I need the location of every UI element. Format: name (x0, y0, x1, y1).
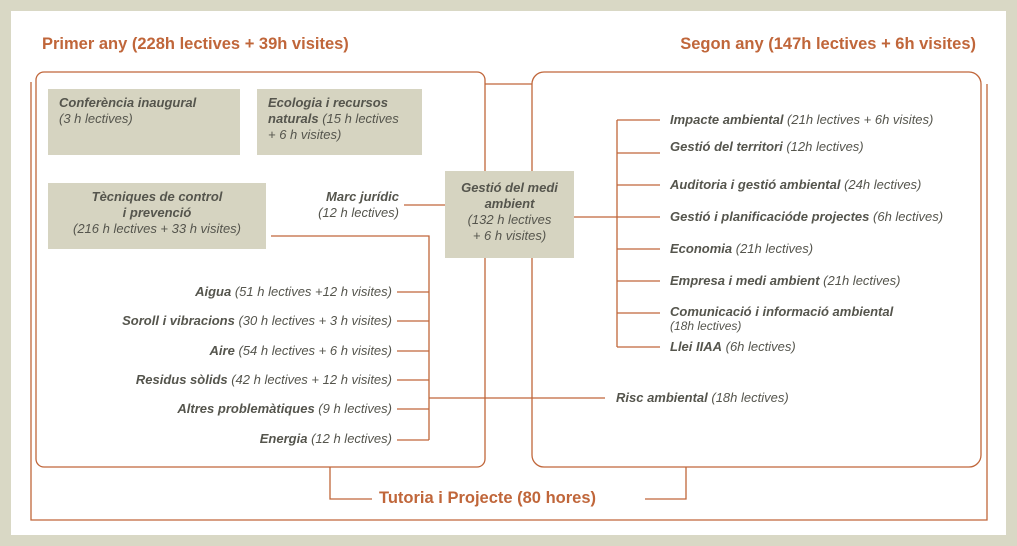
ecologia-detail-1: (15 h lectives (318, 111, 399, 126)
gestio-title-1: Gestió del medi (461, 180, 558, 195)
tecniques-detail: (216 h lectives + 33 h visites) (73, 221, 241, 236)
marc-title: Marc jurídic (326, 189, 399, 204)
gestio-title-2: ambient (484, 196, 535, 211)
list-item: Llei IIAA (6h lectives) (670, 339, 796, 354)
tutoria-bracket-line (329, 467, 372, 500)
first-year-heading: Primer any (228h lectives + 39h visites) (42, 35, 349, 53)
gestio-box: Gestió del medi ambient (132 h lectives … (445, 171, 574, 258)
conferencia-title: Conferència inaugural (59, 95, 197, 110)
tecniques-box: Tècniques de control i prevenció (216 h … (48, 183, 266, 249)
list-item: Soroll i vibracions (30 h lectives + 3 h… (122, 313, 392, 328)
tecniques-link-line (271, 235, 430, 440)
ecologia-title-2: naturals (268, 111, 319, 126)
gestio-detail-2: + 6 h visites) (472, 228, 547, 243)
risc-ambiental-label: Risc ambiental (18h lectives) (616, 390, 789, 405)
ecologia-title-1: Ecologia i recursos (268, 95, 388, 110)
list-item: Gestió del territori (12h lectives) (670, 139, 864, 154)
first-year-panel (35, 71, 486, 468)
tutoria-heading: Tutoria i Projecte (80 hores) (379, 489, 596, 507)
second-year-heading: Segon any (147h lectives + 6h visites) (680, 35, 976, 53)
tecniques-title-2: i prevenció (122, 205, 192, 220)
list-item: Economia (21h lectives) (670, 241, 814, 256)
list-item: Energia (12 h lectives) (259, 431, 392, 446)
ecologia-box: Ecologia i recursos naturals (15 h lecti… (257, 89, 422, 155)
marc-juridic-label: Marc jurídic (12 h lectives) (318, 189, 399, 221)
conferencia-box: Conferència inaugural (3 h lectives) (48, 89, 240, 155)
outer-bracket-line (30, 82, 988, 521)
list-item: Auditoria i gestió ambiental (24h lectiv… (670, 177, 922, 192)
second-year-panel (531, 71, 982, 468)
ecologia-detail-2: + 6 h visites) (268, 127, 342, 142)
marc-detail: (12 h lectives) (318, 205, 399, 220)
list-item: Altres problemàtiques (9 h lectives) (177, 401, 392, 416)
list-item: Residus sòlids (42 h lectives + 12 h vis… (135, 372, 392, 387)
list-item: Aire (54 h lectives + 6 h visites) (209, 343, 392, 358)
list-item: Impacte ambiental (21h lectives + 6h vis… (670, 112, 934, 127)
list-item: Gestió i planificacióde projectes (6h le… (670, 209, 944, 224)
list-item: Aigua (51 h lectives +12 h visites) (195, 284, 392, 299)
tecniques-title-1: Tècniques de control (91, 189, 223, 204)
gestio-detail-1: (132 h lectives (467, 212, 552, 227)
conferencia-detail: (3 h lectives) (59, 111, 133, 126)
tutoria-bracket-line-right (645, 467, 687, 500)
list-item: Comunicació i informació ambiental(18h l… (670, 304, 894, 334)
list-item: Empresa i medi ambient (21h lectives) (670, 273, 901, 288)
